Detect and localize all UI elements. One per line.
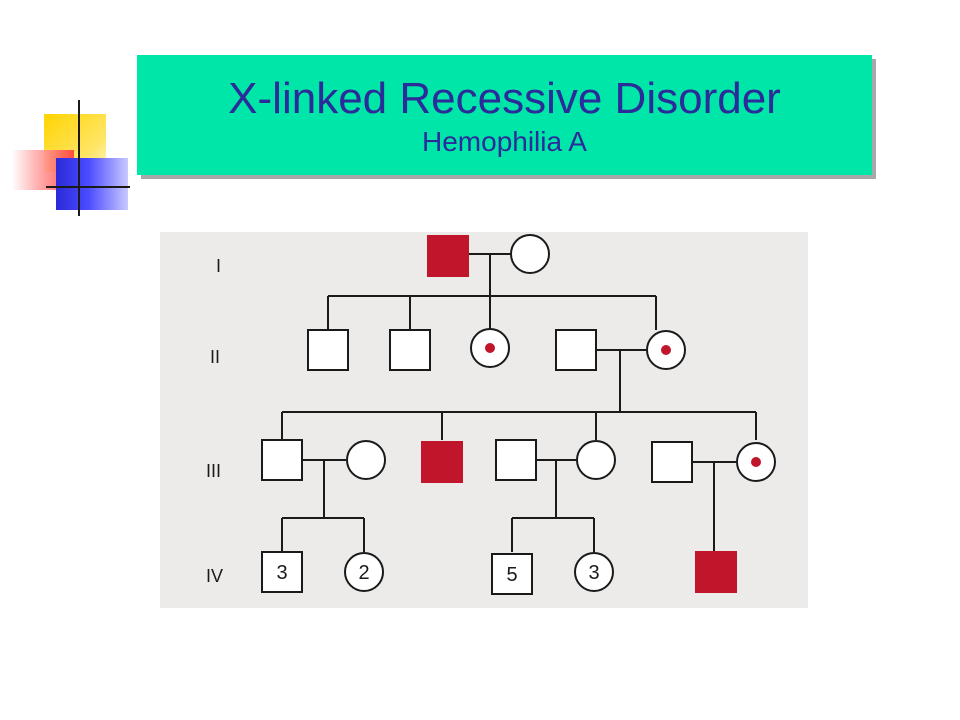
unaffected-females-group-2: [574, 552, 614, 592]
decorative-vertical-line: [78, 100, 80, 216]
male-count-1: 3: [276, 562, 287, 584]
unaffected-female-gen3-2: [576, 440, 616, 480]
pedigree-chart: I II III IV 3 2 5 3: [160, 232, 808, 608]
carrier-dot: [751, 457, 761, 467]
unaffected-male-gen3-2: [495, 439, 537, 481]
carrier-dot: [661, 345, 671, 355]
unaffected-male-gen2-3: [555, 329, 597, 371]
slide-subtitle: Hemophilia A: [422, 126, 587, 157]
affected-male-gen3: [421, 441, 463, 483]
affected-male-gen4: [695, 551, 737, 593]
male-count-2: 5: [506, 564, 517, 586]
unaffected-males-group-2: [491, 553, 533, 595]
slide-title: X-linked Recessive Disorder: [228, 74, 781, 123]
generation-label-i: I: [216, 256, 221, 276]
decorative-horizontal-line: [46, 186, 130, 188]
female-count-1: 2: [358, 562, 369, 584]
carrier-dot: [485, 343, 495, 353]
unaffected-male-gen3-1: [261, 439, 303, 481]
female-count-2: 3: [588, 562, 599, 584]
unaffected-male-gen3-3: [651, 441, 693, 483]
unaffected-female-gen1: [510, 234, 550, 274]
unaffected-male-gen2-2: [389, 329, 431, 371]
decorative-blue-square: [56, 158, 128, 210]
pedigree-svg: I II III IV 3 2 5 3: [206, 234, 776, 595]
generation-label-iii: III: [206, 461, 221, 481]
generation-label-iv: IV: [206, 566, 223, 586]
unaffected-female-gen3-1: [346, 440, 386, 480]
unaffected-females-group-1: [344, 552, 384, 592]
affected-male-gen1: [427, 235, 469, 277]
unaffected-male-gen2-1: [307, 329, 349, 371]
generation-label-ii: II: [210, 347, 220, 367]
unaffected-males-group-1: [261, 551, 303, 593]
title-banner: X-linked Recessive Disorder Hemophilia A: [137, 55, 872, 175]
